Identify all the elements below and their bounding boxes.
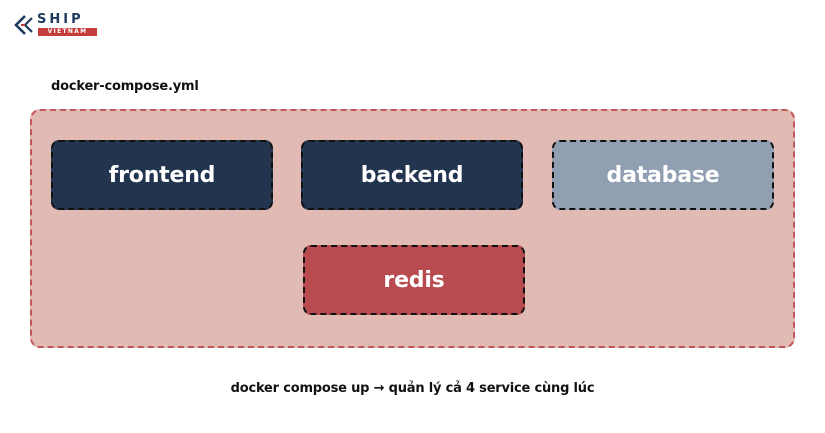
logo-wordmark: SHIP (37, 12, 84, 27)
service-frontend: frontend (51, 140, 273, 210)
service-database: database (552, 140, 774, 210)
chevron-k-logo-icon (14, 15, 33, 35)
diagram-caption: docker compose up → quản lý cả 4 service… (230, 381, 595, 396)
service-backend: backend (301, 140, 523, 210)
ship-vietnam-logo: SHIP VIETNAM (12, 12, 97, 37)
service-redis: redis (303, 245, 525, 315)
logo-tagline: VIETNAM (38, 28, 97, 36)
compose-file-label: docker-compose.yml (51, 79, 199, 94)
